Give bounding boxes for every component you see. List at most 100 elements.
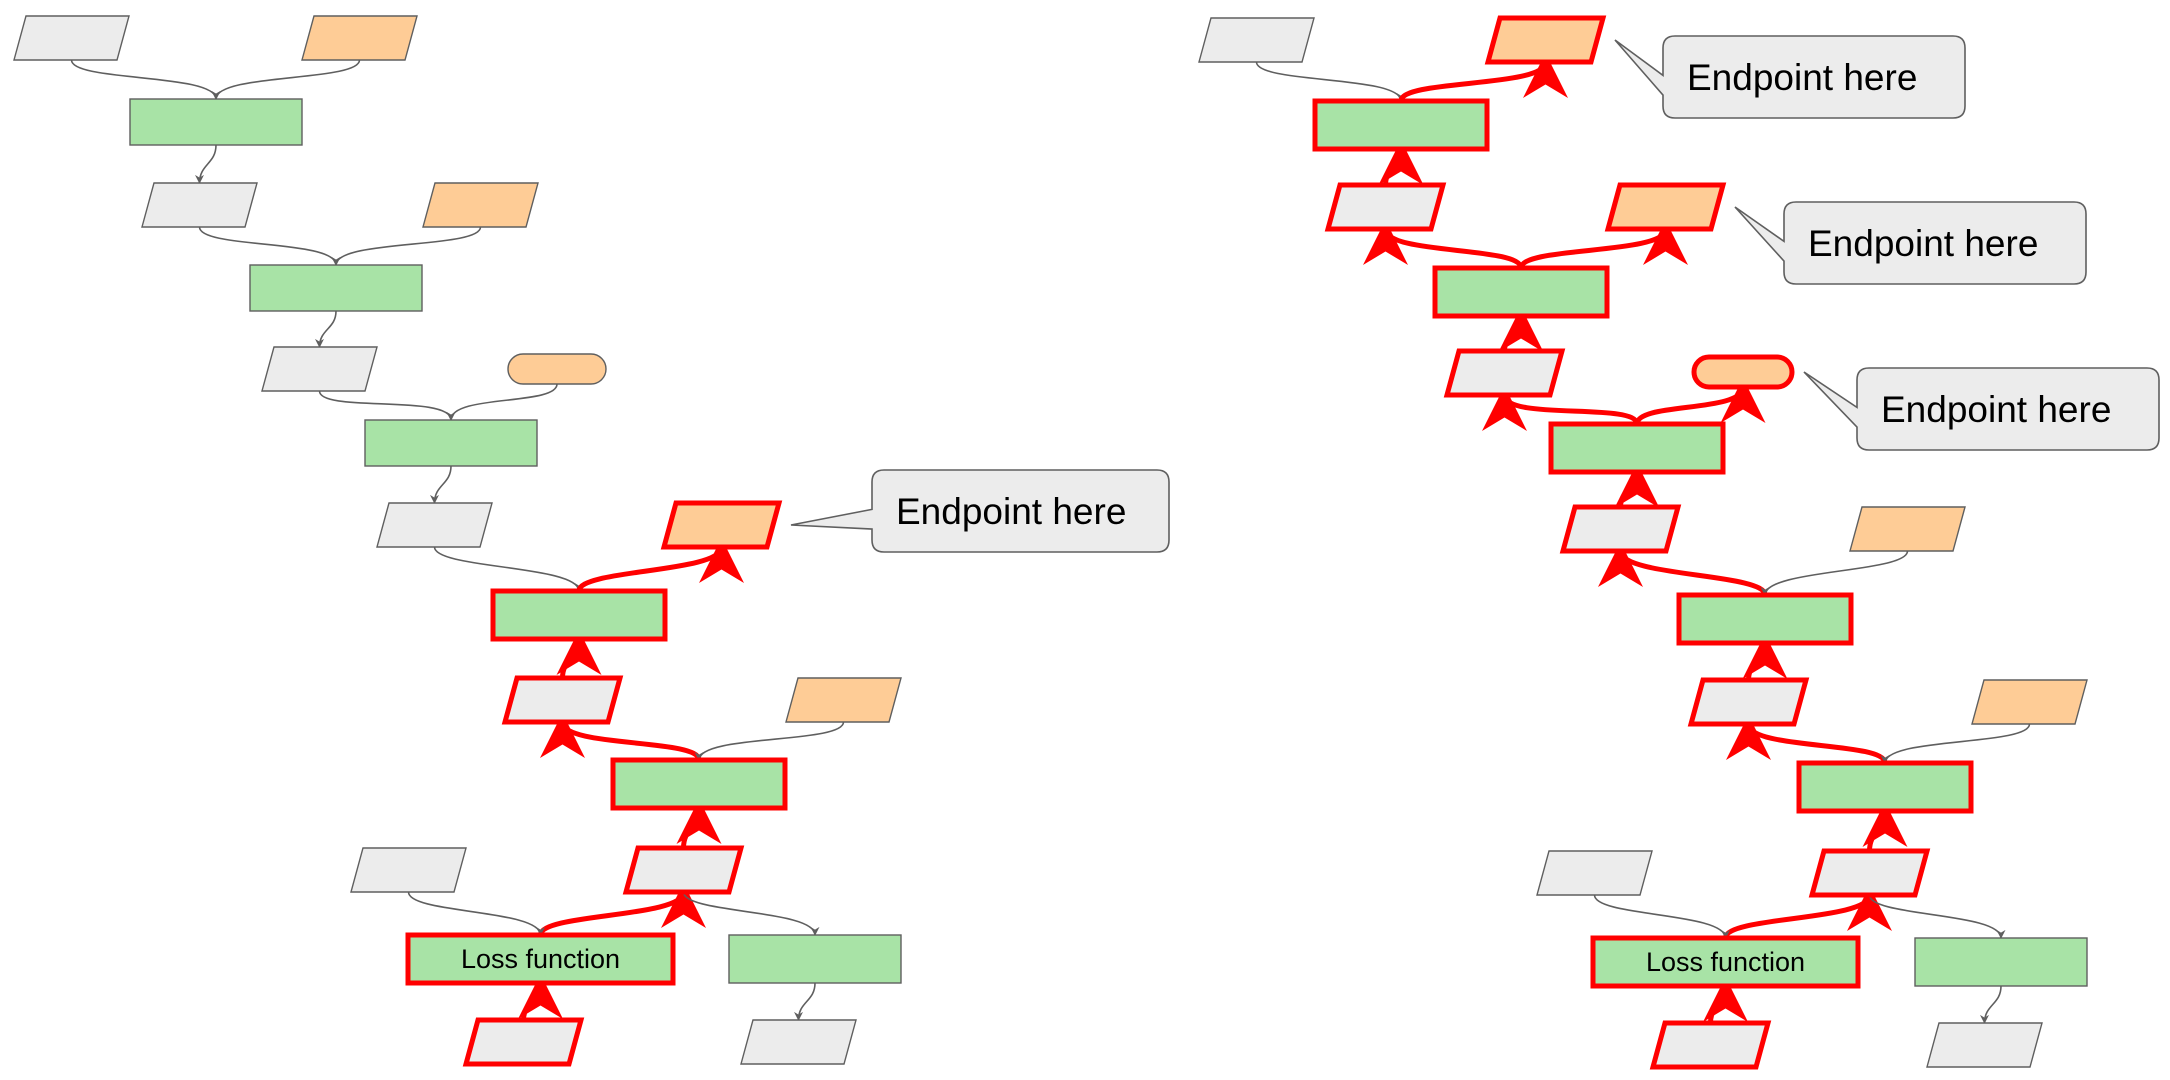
left-graph-node-in8 [462,1017,585,1067]
right-graph-op-shape-op5 [1796,760,1974,814]
left-graph-node-op3 [364,419,538,467]
right-graph-node-op5 [1796,760,1974,814]
left-graph-edge-in4-to-op4 [433,546,584,592]
left-graph-loss-function-label: Loss function [461,944,620,974]
left-graph-param-shape-p1 [301,15,418,61]
right-graph-edge-in6-to-op5 [1862,802,1908,852]
left-graph-op-shape-opR [728,934,902,984]
right-graph-node-in7 [1536,850,1653,896]
right-graph-node-p2 [1604,182,1727,232]
right-graph-edge-opR-to-outR [1980,985,2002,1024]
left-graph-node-opR [728,934,902,984]
right-graph-edge-op3-to-in3 [1482,386,1640,432]
left-graph-edge-in6-to-op5 [676,799,722,849]
right-graph-edge-in5-to-op4 [1742,634,1788,681]
left-graph-node-op1 [129,98,303,146]
left-graph-endpoint-callout-1: Endpoint here [790,469,1170,553]
left-graph-edge-loss-to-in6 [538,883,706,937]
right-graph-edge-op2-to-in2 [1363,220,1524,269]
right-graph-node-loss: Loss function [1590,935,1861,989]
left-graph-node-p3 [507,353,607,385]
right-graph-data-shape-in7 [1536,850,1653,896]
left-graph-edge-in5-to-op4 [556,630,602,679]
left-graph-data-shape-outR [740,1019,857,1065]
left-graph-node-p1 [301,15,418,61]
left-graph-node-in6 [622,845,745,895]
left-graph-op-shape-op3 [364,419,538,467]
left-graph-data-shape-in3 [261,346,378,392]
right-graph-edge-in8-to-loss [1702,977,1748,1024]
left-graph-data-shape-in5 [501,675,624,725]
right-graph-endpoint-callout-1: Endpoint here [1614,35,1966,119]
right-graph-node-in3 [1443,348,1566,398]
right-graph-data-shape-in5 [1687,677,1810,727]
right-graph-edge-in4-to-op3 [1614,463,1660,509]
right-graph-data-shape-outR [1926,1022,2043,1068]
callout-bubble [790,469,1170,553]
right-graph-node-in6 [1808,848,1931,898]
left-graph-node-p5 [785,677,902,723]
right-graph-param-shape-p2 [1604,182,1727,232]
left-graph-node-loss: Loss function [405,932,676,986]
callout-bubble [1614,35,1966,119]
left-graph-edge-op5-to-in5 [540,713,702,762]
right-graph-param-shape-p4 [1849,506,1966,552]
left-graph-node-in1 [13,15,130,61]
right-graph-op-shape-opR [1914,937,2088,987]
right-graph-edge-in1-to-op1 [1255,61,1406,102]
right-graph-loss-shape-loss [1590,935,1861,989]
left-graph-edge-p3-to-op3 [446,383,558,421]
right-graph-node-in1 [1198,17,1315,63]
callout-text: Endpoint here [896,491,1126,532]
edges-layer [70,53,2031,1024]
left-graph-edge-in3-to-op3 [318,390,456,421]
left-graph-edge-op1-to-in2 [195,144,217,184]
right-graph-node-in2 [1324,182,1447,232]
left-graph-edge-in2-to-op2 [198,226,341,266]
left-graph-data-shape-in2 [141,182,258,228]
right-graph-data-shape-in4 [1559,504,1682,554]
right-graph-op-shape-op3 [1548,421,1726,475]
left-graph-data-shape-in7 [350,847,467,893]
right-graph-node-p5 [1971,679,2088,725]
left-graph-node-in2 [141,182,258,228]
right-graph-node-in8 [1649,1020,1772,1070]
right-graph-node-outR [1926,1022,2043,1068]
right-graph-data-shape-in8 [1649,1020,1772,1070]
left-graph-edge-op2-to-in3 [315,310,337,348]
left-graph-edge-in8-to-loss [517,974,563,1021]
left-graph-data-shape-in4 [376,502,493,548]
left-graph-edge-op3-to-in4 [430,465,452,504]
left-graph-node-p4 [660,500,783,550]
right-graph-edge-op3-to-p3 [1634,378,1766,425]
right-graph-node-op2 [1432,265,1610,319]
right-graph-node-op3 [1548,421,1726,475]
left-graph-param-shape-p2 [422,182,539,228]
left-graph-edge-in6-to-opR [682,891,820,936]
left-graph-node-op2 [249,264,423,312]
left-graph-param-shape-p5 [785,677,902,723]
right-graph-edge-in7-to-loss [1593,894,1730,939]
right-graph-endpoint-callout-3: Endpoint here [1803,367,2160,451]
right-graph-node-in4 [1559,504,1682,554]
right-graph-edge-p4-to-op4 [1760,550,1909,596]
left-graph-edge-in1-to-op1 [70,59,221,100]
right-graph-edge-p5-to-op5 [1880,723,2031,764]
callout-text: Endpoint here [1881,389,2111,430]
left-graph-data-shape-in8 [462,1017,585,1067]
callout-text: Endpoint here [1808,223,2038,264]
left-graph-node-op5 [610,757,788,811]
right-graph-edge-in6-to-opR [1868,894,2006,939]
left-graph-node-op4 [490,588,668,642]
left-graph-edge-opR-to-outR [794,982,816,1021]
left-graph-param-shape-p3 [507,353,607,385]
right-graph-node-op4 [1676,592,1854,646]
left-graph-edge-op4-to-p4 [576,538,744,593]
right-graph-edge-loss-to-in6 [1723,886,1892,940]
callout-bubble [1803,367,2160,451]
left-graph-op-shape-op1 [129,98,303,146]
right-graph-param-shape-p1 [1484,15,1607,65]
left-graph-edge-p2-to-op2 [331,226,482,266]
